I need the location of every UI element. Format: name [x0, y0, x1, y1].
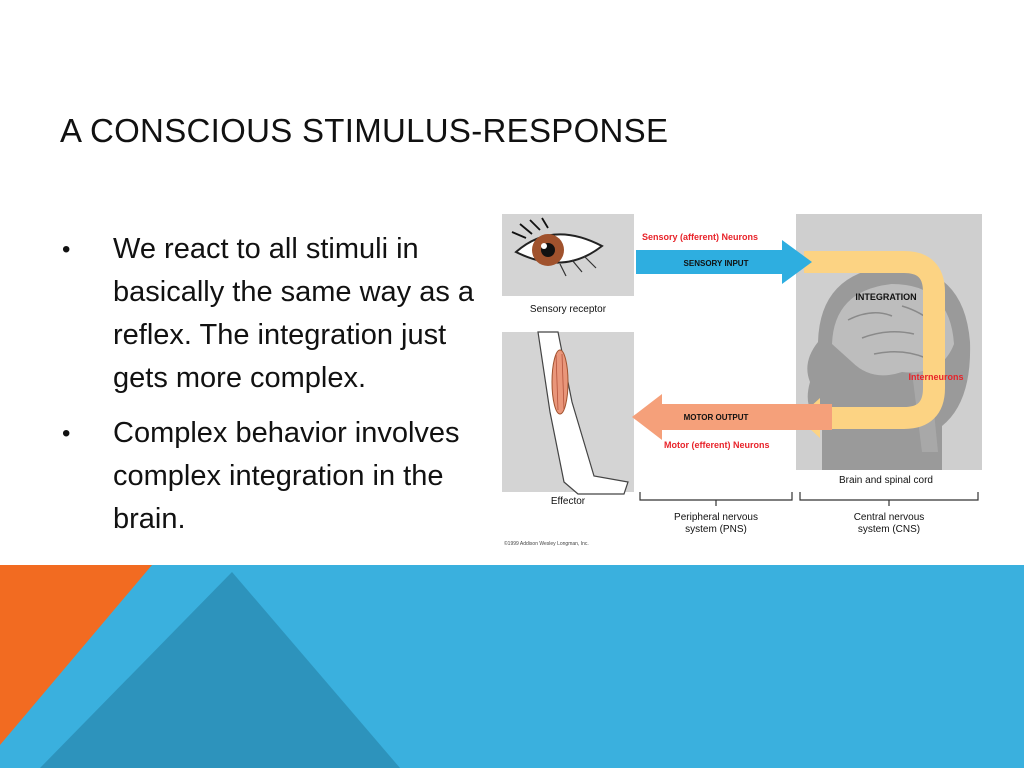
cns-label-line1: Central nervous: [854, 512, 925, 523]
bullet-dot: •: [62, 236, 71, 263]
bullet-item: • Complex behavior involves complex integ…: [60, 412, 480, 541]
sensory-input-arrow: [636, 240, 812, 284]
eye-illustration: [511, 217, 604, 277]
slide-title: A CONSCIOUS STIMULUS-RESPONSE: [60, 112, 669, 149]
cns-bracket: [799, 492, 979, 506]
sensory-neurons-label: Sensory (afferent) Neurons: [642, 232, 758, 242]
stimulus-response-diagram: Sensory receptor Effector Brain and spin…: [502, 214, 982, 547]
integration-label: INTEGRATION: [855, 292, 916, 302]
bullet-text: We react to all stimuli in basically the…: [113, 233, 475, 394]
bullet-dot: •: [62, 420, 71, 447]
motor-neurons-label: Motor (efferent) Neurons: [664, 440, 770, 450]
pns-bracket: [639, 492, 793, 506]
bullet-item: • We react to all stimuli in basically th…: [60, 228, 480, 400]
sensory-receptor-label: Sensory receptor: [530, 304, 607, 315]
bullet-text: Complex behavior involves complex integr…: [113, 417, 460, 535]
pns-label-line1: Peripheral nervous: [674, 512, 758, 523]
blue-triangle-dark: [40, 572, 400, 768]
motor-output-arrow: [632, 394, 832, 440]
brain-label: Brain and spinal cord: [839, 475, 933, 486]
leg-illustration: [537, 331, 629, 495]
pns-label-line2: system (PNS): [685, 524, 747, 535]
sensory-input-label: SENSORY INPUT: [684, 259, 749, 268]
copyright-label: ©1999 Addison Wesley Longman, Inc.: [504, 540, 589, 547]
interneurons-label: Interneurons: [908, 372, 963, 382]
cns-label-line2: system (CNS): [858, 524, 920, 535]
motor-output-label: MOTOR OUTPUT: [684, 413, 749, 422]
effector-label: Effector: [551, 496, 586, 507]
integration-path: [804, 251, 945, 429]
bullet-list: • We react to all stimuli in basically th…: [60, 228, 480, 553]
